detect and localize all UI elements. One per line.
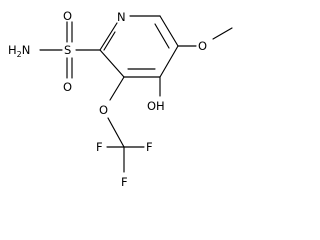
methoxy-group [177, 27, 233, 47]
atom-label-sulfonyl-s: S [64, 43, 71, 57]
bond-ring-c3-c2 [99, 49, 125, 78]
trifluoromethoxy-group [106, 76, 145, 173]
atom-label-sulfonamide-n: H2N [8, 43, 30, 59]
atom-label-fluorine-right: F [146, 140, 153, 154]
bond-ring-c5-c4 [159, 45, 179, 78]
bond-ring-c6-c5-inner [154, 23, 170, 49]
structure-diagram: N O H2N S O O OH O F F F [8, 9, 233, 189]
atom-label-ring-n: N [117, 10, 126, 24]
atom-labels: N O H2N S O O OH O F F F [8, 9, 207, 189]
sulfonamide-group [39, 21, 101, 79]
atom-label-sulfonyl-o-bottom: O [63, 80, 72, 94]
pyridine-ring [99, 15, 179, 78]
bond-c3-o [109, 76, 125, 101]
bond-o-methyl [212, 27, 233, 40]
bond-ring-c6-c5 [159, 15, 179, 47]
bond-ring-n-c2 [99, 22, 118, 51]
atom-label-fluorine-left: F [96, 140, 103, 154]
atom-label-sulfonyl-o-top: O [63, 9, 72, 23]
atom-label-hydroxyl: OH [147, 99, 165, 113]
bond-ring-n-c2-inner [103, 31, 116, 51]
atom-label-methoxy-o: O [198, 39, 207, 53]
atom-label-fluorine-bottom: F [121, 175, 128, 189]
atom-label-ether-o: O [99, 103, 108, 117]
bond-o-cf3 [107, 117, 125, 148]
